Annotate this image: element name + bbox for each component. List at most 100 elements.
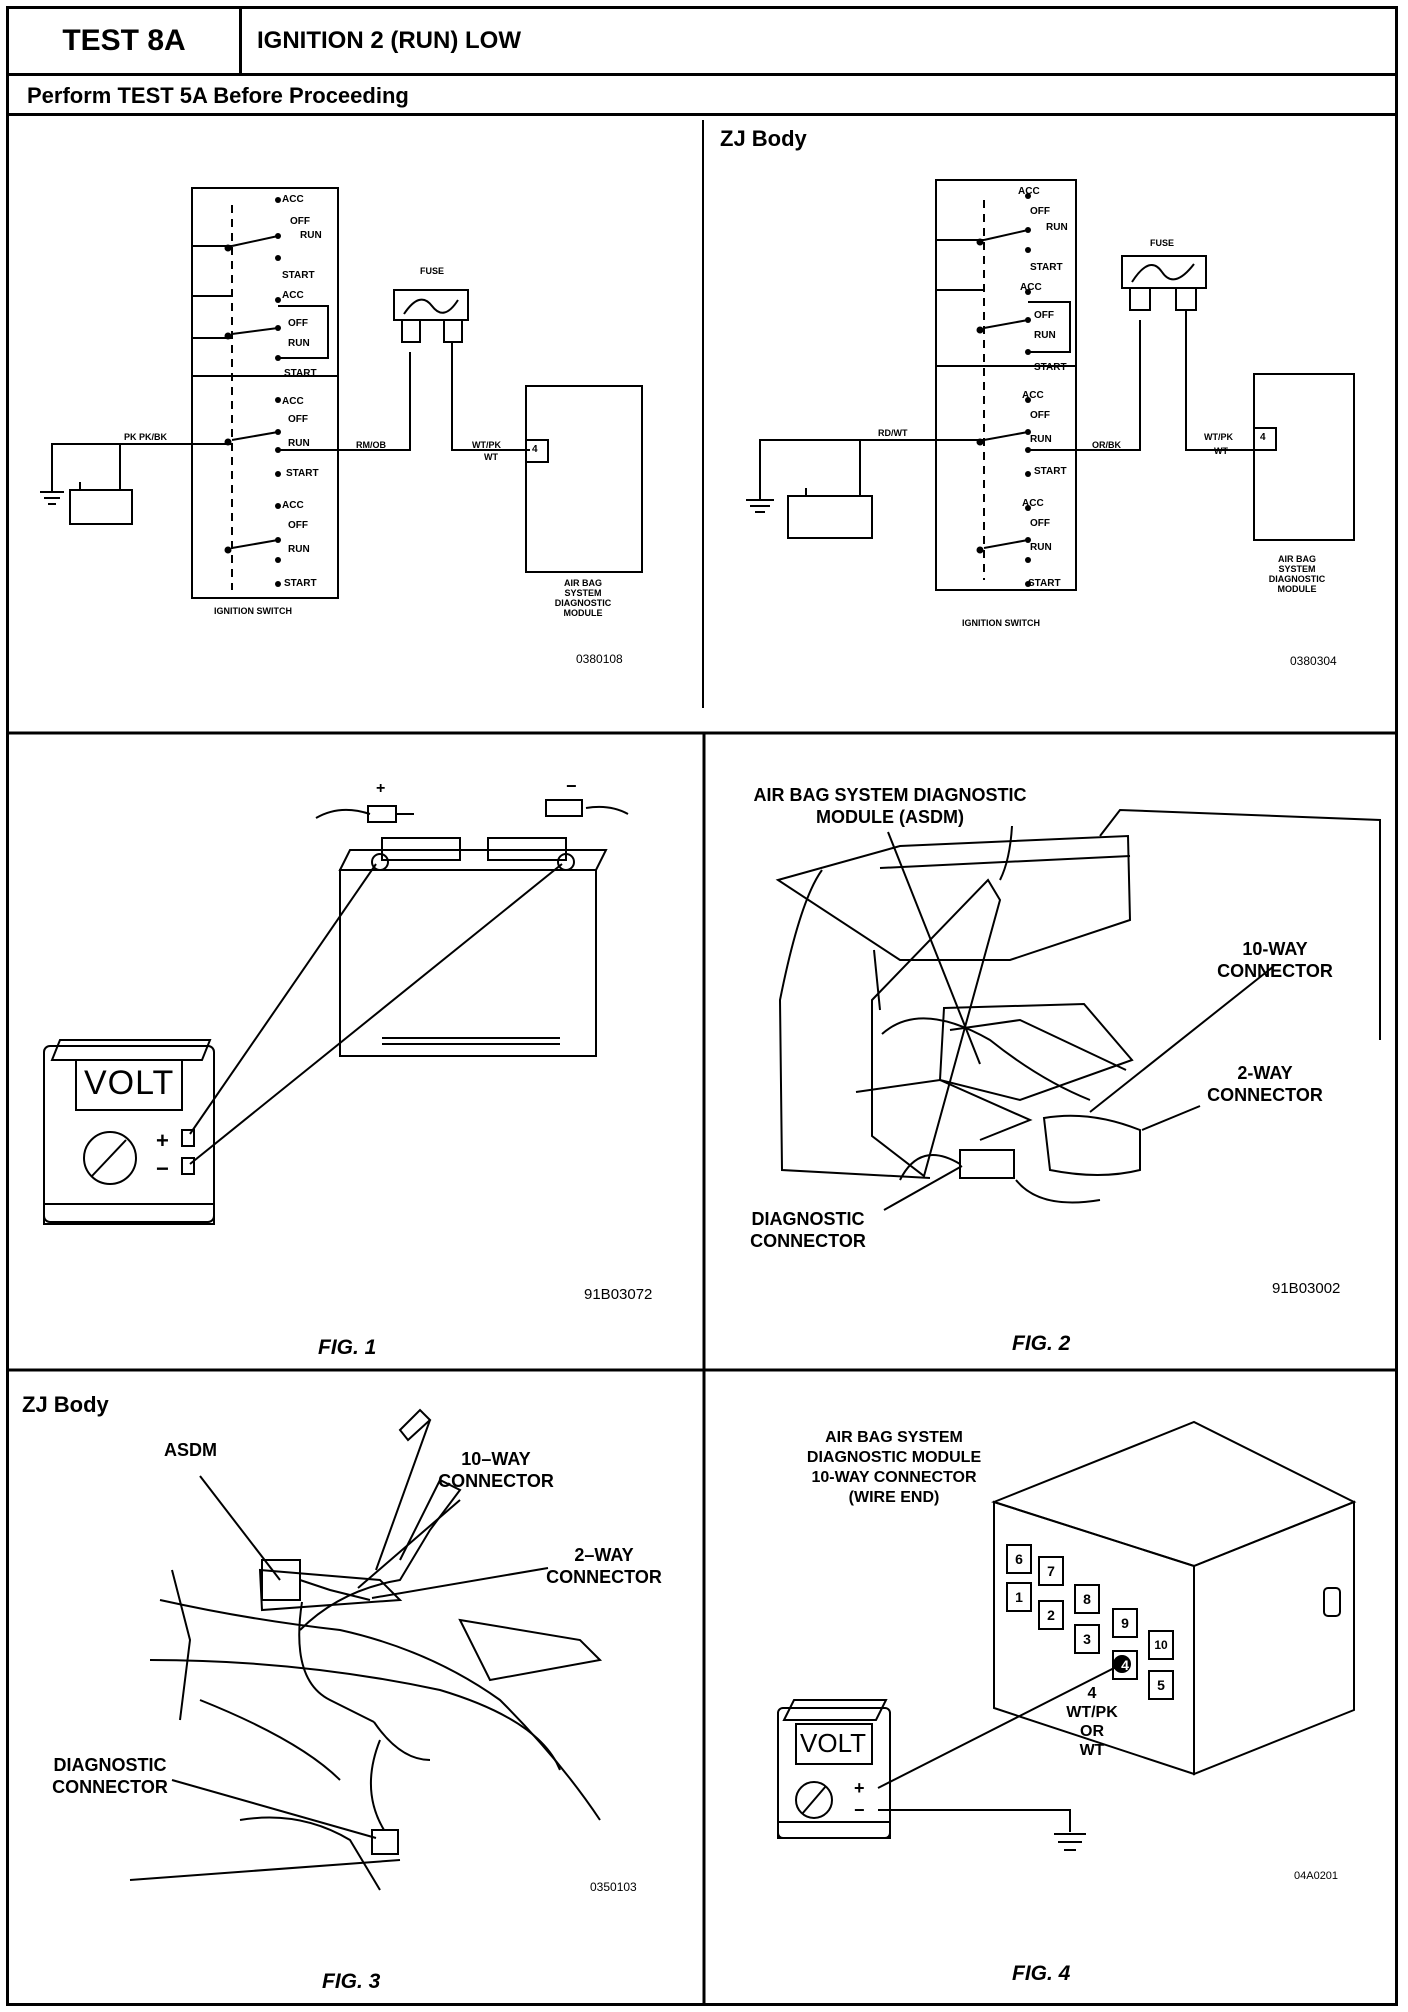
pin-7: 7 xyxy=(1038,1556,1064,1586)
fig1-meter-minus: − xyxy=(156,1156,169,1181)
fig3-two-way-label: 2–WAY CONNECTOR xyxy=(534,1544,674,1588)
sw-left-start-1: START xyxy=(282,270,315,281)
sw-right-run-3: RUN xyxy=(1030,434,1052,445)
module-label-left-1: AIR BAG xyxy=(564,578,602,588)
sw-left-start-4: START xyxy=(284,578,317,589)
fig4-meter-display: VOLT xyxy=(800,1728,866,1758)
fig2-diag-1: DIAGNOSTIC xyxy=(751,1209,865,1229)
wire-fuse-out2-left: WT xyxy=(484,452,498,462)
fig4-meter-plus: + xyxy=(854,1778,865,1798)
pin-6: 6 xyxy=(1006,1544,1032,1574)
fig3-artwork xyxy=(129,1408,603,1891)
wire-fuse-in-right: OR/BK xyxy=(1092,440,1121,450)
fig2-two-way-1: 2-WAY xyxy=(1237,1063,1293,1083)
pin-5: 5 xyxy=(1148,1670,1174,1700)
fig2-asdm-label: AIR BAG SYSTEM DIAGNOSTIC MODULE (ASDM) xyxy=(730,784,1050,828)
fig3-caption: FIG. 3 xyxy=(322,1970,381,1993)
header-row: TEST 8A IGNITION 2 (RUN) LOW xyxy=(9,9,1395,76)
fig2-asdm-label-2: MODULE (ASDM) xyxy=(816,807,964,827)
sw-left-start-3: START xyxy=(286,468,319,479)
fig4-probe-label-4: WT xyxy=(1079,1742,1105,1759)
sw-left-run-1: RUN xyxy=(300,230,322,241)
fig2-diag-2: CONNECTOR xyxy=(750,1231,866,1251)
fig3-diag-1: DIAGNOSTIC xyxy=(53,1755,167,1775)
fig4-artwork xyxy=(777,1420,1357,1851)
fig3-ten-way-label: 10–WAY CONNECTOR xyxy=(426,1448,566,1492)
fuse-label-right: FUSE xyxy=(1150,238,1175,248)
fig2-ten-way-label: 10-WAY CONNECTOR xyxy=(1200,938,1350,982)
pin-3: 3 xyxy=(1074,1624,1100,1654)
sw-right-start-1: START xyxy=(1030,262,1063,273)
wire-pk-left: PK PK/BK xyxy=(124,432,168,442)
sw-left-run-4: RUN xyxy=(288,544,310,555)
code-right: 0380304 xyxy=(1290,654,1337,668)
fig2-two-way-label: 2-WAY CONNECTOR xyxy=(1190,1062,1340,1106)
module-label-left-3: DIAGNOSTIC xyxy=(554,598,612,608)
sw-left-run-2: RUN xyxy=(288,338,310,349)
fig2-code: 91B03002 xyxy=(1272,1280,1341,1297)
fig4-module-label-3: 10-WAY CONNECTOR xyxy=(811,1469,977,1486)
sw-right-off-1: OFF xyxy=(1030,206,1050,217)
sw-left-acc-4: ACC xyxy=(282,500,304,511)
fig2-asdm-label-1: AIR BAG SYSTEM DIAGNOSTIC xyxy=(753,785,1027,805)
wire-fuse-out-left: WT/PK xyxy=(472,440,501,450)
battery-minus-label: − xyxy=(566,776,577,796)
pin-9: 9 xyxy=(1112,1608,1138,1638)
test-title: IGNITION 2 (RUN) LOW xyxy=(257,27,521,54)
zj-body-title-fig3: ZJ Body xyxy=(22,1392,109,1417)
probe-pin-4 xyxy=(1113,1655,1131,1673)
sw-right-run-2: RUN xyxy=(1034,330,1056,341)
fuse-label-left: FUSE xyxy=(420,266,445,276)
fig3-code: 0350103 xyxy=(590,1880,637,1894)
page-frame: TEST 8A IGNITION 2 (RUN) LOW Perform TES… xyxy=(6,6,1398,2006)
fig4-module-label: AIR BAG SYSTEM DIAGNOSTIC MODULE 10-WAY … xyxy=(774,1428,1014,1508)
code-left: 0380108 xyxy=(576,652,623,666)
fig4-probe-label-2: WT/PK xyxy=(1066,1704,1118,1721)
fig3-diag-label: DIAGNOSTIC CONNECTOR xyxy=(40,1754,180,1798)
module-label-right-2: SYSTEM xyxy=(1278,564,1316,574)
fig1-meter-plus: + xyxy=(156,1128,169,1153)
fig2-ten-way-2: CONNECTOR xyxy=(1217,961,1333,981)
ignition-switch-label-right: IGNITION SWITCH xyxy=(962,618,1040,628)
pin-4-right: 4 xyxy=(1260,432,1266,443)
fig4-code: 04A0201 xyxy=(1294,1870,1339,1882)
fig4-module-label-2: DIAGNOSTIC MODULE xyxy=(806,1449,982,1466)
sw-left-start-2: START xyxy=(284,368,317,379)
zj-body-title-top: ZJ Body xyxy=(720,126,807,151)
sw-left-off-2: OFF xyxy=(288,318,308,329)
instruction-line: Perform TEST 5A Before Proceeding xyxy=(9,76,1395,116)
schematic-right xyxy=(746,179,1355,591)
sw-left-run-3: RUN xyxy=(288,438,310,449)
module-label-left-2: SYSTEM xyxy=(564,588,602,598)
module-label-right-3: DIAGNOSTIC xyxy=(1268,574,1326,584)
sw-left-off-4: OFF xyxy=(288,520,308,531)
module-label-left: AIR BAG SYSTEM DIAGNOSTIC MODULE xyxy=(548,578,618,618)
fig4-probe-label: 4 WT/PK OR WT xyxy=(1052,1684,1132,1760)
sw-right-off-3: OFF xyxy=(1030,410,1050,421)
module-label-right-4: MODULE xyxy=(1277,584,1317,594)
fig4-probe-label-3: OR xyxy=(1080,1723,1104,1740)
fig2-ten-way-1: 10-WAY xyxy=(1242,939,1308,959)
sw-right-acc-2: ACC xyxy=(1020,282,1042,293)
sw-right-start-4: START xyxy=(1028,578,1061,589)
wire-batt-right: RD/WT xyxy=(878,428,908,438)
sw-left-acc-2: ACC xyxy=(282,290,304,301)
sw-right-off-4: OFF xyxy=(1030,518,1050,529)
sw-right-acc-3: ACC xyxy=(1022,390,1044,401)
sw-left-acc-3: ACC xyxy=(282,396,304,407)
fig4-meter-minus: − xyxy=(854,1800,865,1820)
fig1-caption: FIG. 1 xyxy=(318,1336,377,1359)
fig3-two-way-1: 2–WAY xyxy=(574,1545,634,1565)
sw-left-acc-1: ACC xyxy=(282,194,304,205)
pin-4-left: 4 xyxy=(532,444,538,455)
pin-2: 2 xyxy=(1038,1600,1064,1630)
fig3-asdm-label: ASDM xyxy=(164,1440,217,1460)
sw-right-run-1: RUN xyxy=(1046,222,1068,233)
wire-fuse-out2-right: WT xyxy=(1214,446,1228,456)
fig4-module-label-1: AIR BAG SYSTEM xyxy=(825,1429,963,1446)
fig3-two-way-2: CONNECTOR xyxy=(546,1567,662,1587)
fig1-artwork xyxy=(43,799,629,1225)
switch-contacts-right xyxy=(976,193,1031,587)
sw-right-start-2: START xyxy=(1034,362,1067,373)
